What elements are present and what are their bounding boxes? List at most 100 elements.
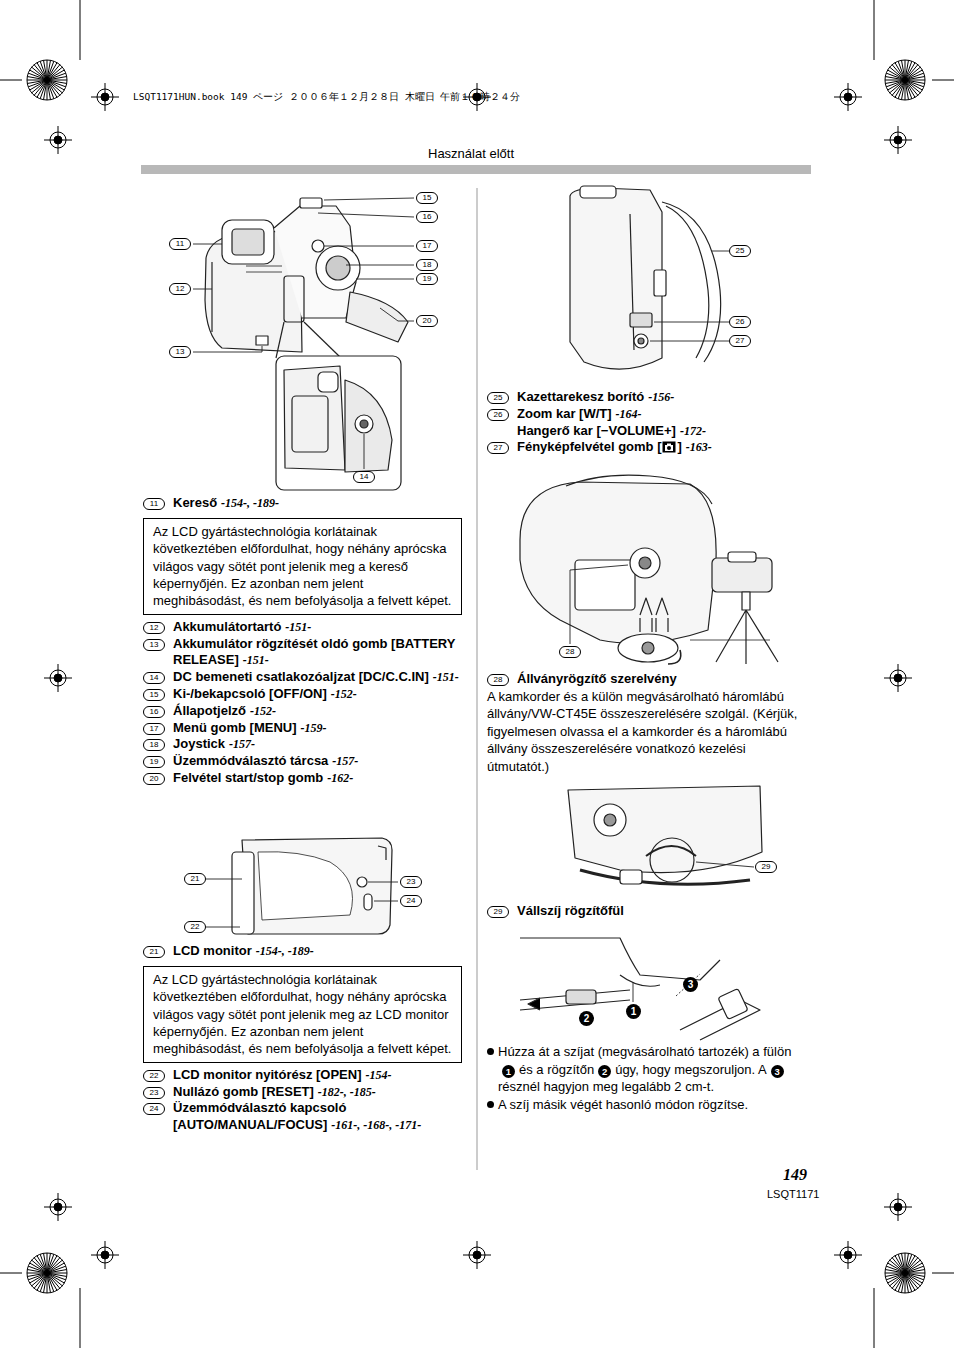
callout-number: 24 — [143, 1103, 165, 1115]
column-divider — [477, 188, 478, 1170]
callout-number: 16 — [143, 706, 165, 718]
callout-number: 27 — [729, 335, 751, 347]
callout-number: 27 — [487, 442, 509, 454]
callout-number: 19 — [143, 756, 165, 768]
page-reference: -151- — [285, 620, 311, 634]
part-name: Állványrögzítő szerelvény — [517, 671, 677, 686]
part-name: Üzemmódválasztó kapcsoló [AUTO/MANUAL/FO… — [173, 1100, 346, 1132]
list-item: 23Nullázó gomb [RESET] -182-, -185- — [143, 1084, 462, 1101]
page-reference: -164- — [616, 407, 642, 421]
page-reference: -151- — [243, 653, 269, 667]
part-name: Kereső — [173, 495, 217, 510]
callout-number: 14 — [143, 672, 165, 684]
item-text: Akkumulátor rögzítését oldó gomb [BATTER… — [173, 636, 462, 670]
item-text: Joystick -157- — [173, 736, 462, 753]
list-number-cell: 15 — [143, 686, 173, 703]
list-item: Hangerő kar [−VOLUME+]-172- — [487, 423, 810, 440]
list-number-cell: 18 — [143, 736, 173, 753]
list-item: 18Joystick -157- — [143, 736, 462, 753]
callout-number: 15 — [416, 192, 438, 204]
page-reference: -151- — [433, 670, 459, 684]
list-number-cell: 28 — [487, 671, 517, 688]
note-box: Az LCD gyártástechnológia korlátainak kö… — [143, 518, 462, 615]
step-number: 2 — [579, 1011, 594, 1026]
step-number: 3 — [683, 977, 698, 992]
list-item: 13Akkumulátor rögzítését oldó gomb [BATT… — [143, 636, 462, 670]
item-text: LCD monitor-154-, -189- — [173, 943, 462, 960]
camera-icon — [662, 441, 676, 453]
item-text: Állványrögzítő szerelvény — [517, 671, 810, 688]
callout-number: 12 — [169, 283, 191, 295]
list-item: 28Állványrögzítő szerelvény — [487, 671, 810, 688]
text-column: 11Kereső-154-, -189-Az LCD gyártástechno… — [143, 495, 462, 787]
page-reference: -152- — [331, 687, 357, 701]
list-number-cell — [487, 423, 517, 440]
step-number: 1 — [502, 1065, 515, 1078]
bullet-paragraph: A szíj másik végét hasonló módon rögzíts… — [487, 1096, 810, 1114]
callout-number: 11 — [169, 238, 191, 250]
note-text: Az LCD gyártástechnológia korlátainak kö… — [153, 971, 452, 1058]
text-column: 29Vállszíj rögzítőfül — [487, 903, 810, 920]
page-number: 149 — [783, 1166, 807, 1184]
page-reference: -172- — [680, 424, 706, 438]
part-name: DC bemeneti csatlakozóaljzat [DC/C.C.IN] — [173, 669, 429, 684]
description: A kamkorder és a külön megvásárolható há… — [487, 688, 810, 776]
callout-number: 16 — [416, 211, 438, 223]
list-item: 20Felvétel start/stop gomb-162- — [143, 770, 462, 787]
bullet-dot — [487, 1101, 494, 1108]
list-number-cell: 19 — [143, 753, 173, 770]
note-box: Az LCD gyártástechnológia korlátainak kö… — [143, 966, 462, 1063]
list-item: 22LCD monitor nyitórész [OPEN]-154- — [143, 1067, 462, 1084]
callout-number: 14 — [353, 471, 375, 483]
callout-number: 25 — [487, 392, 509, 404]
page-reference: -156- — [648, 390, 674, 404]
item-text: Állapotjelző-152- — [173, 703, 462, 720]
list-item: 27 Fényképfelvétel gomb []-163- — [487, 439, 810, 456]
list-number-cell: 29 — [487, 903, 517, 920]
header-bar — [141, 165, 811, 174]
text-column: 25Kazettarekesz borító-156-26Zoom kar [W… — [487, 389, 810, 456]
callout-number: 18 — [416, 259, 438, 271]
callout-number: 23 — [400, 876, 422, 888]
page-reference: -163- — [686, 440, 712, 454]
text-column: Húzza át a szíjat (megvásárolható tartoz… — [487, 1043, 810, 1113]
list-item: 17Menü gomb [MENU]-159- — [143, 720, 462, 737]
part-name: Joystick — [173, 736, 225, 751]
list-item: 21LCD monitor-154-, -189- — [143, 943, 462, 960]
part-name: LCD monitor — [173, 943, 252, 958]
callout-number: 26 — [487, 409, 509, 421]
item-text: Felvétel start/stop gomb-162- — [173, 770, 462, 787]
item-text: Fényképfelvétel gomb []-163- — [517, 439, 810, 456]
part-name: Ki-/bekapcsoló [OFF/ON] — [173, 686, 327, 701]
list-number-cell: 14 — [143, 669, 173, 686]
list-number-cell: 11 — [143, 495, 173, 512]
item-text: Nullázó gomb [RESET] -182-, -185- — [173, 1084, 462, 1101]
list-item: 25 Kazettarekesz borító-156- — [487, 389, 810, 406]
text-column: 21LCD monitor-154-, -189- Az LCD gyártást… — [143, 943, 462, 1134]
callout-number: 26 — [729, 316, 751, 328]
list-number-cell: 23 — [143, 1084, 173, 1101]
list-item: 15Ki-/bekapcsoló [OFF/ON] -152- — [143, 686, 462, 703]
page-reference: -182-, -185- — [318, 1085, 376, 1099]
list-number-cell: 22 — [143, 1067, 173, 1084]
page-reference: -162- — [327, 771, 353, 785]
part-name: Nullázó gomb [RESET] — [173, 1084, 314, 1099]
step-number: 2 — [598, 1065, 611, 1078]
item-text: Vállszíj rögzítőfül — [517, 903, 810, 920]
page-reference: -152- — [250, 704, 276, 718]
item-text: LCD monitor nyitórész [OPEN]-154- — [173, 1067, 462, 1084]
list-number-cell: 21 — [143, 943, 173, 960]
list-item: 16 Állapotjelző-152- — [143, 703, 462, 720]
part-name: Akkumulátor rögzítését oldó gomb [BATTER… — [173, 636, 455, 668]
page-reference: -157- — [229, 737, 255, 751]
list-number-cell: 16 — [143, 703, 173, 720]
callout-number: 20 — [416, 315, 438, 327]
instruction-text: úgy, hogy megszoruljon. A — [615, 1062, 767, 1077]
item-text: Kazettarekesz borító-156- — [517, 389, 810, 406]
part-name: Vállszíj rögzítőfül — [517, 903, 624, 918]
item-text: DC bemeneti csatlakozóaljzat [DC/C.C.IN]… — [173, 669, 462, 686]
bullet-dot — [487, 1048, 494, 1055]
note-text: Az LCD gyártástechnológia korlátainak kö… — [153, 523, 452, 610]
running-head: LSQT1171HUN.book 149 ページ ２００６年１２月２８日 木曜日… — [133, 91, 520, 104]
